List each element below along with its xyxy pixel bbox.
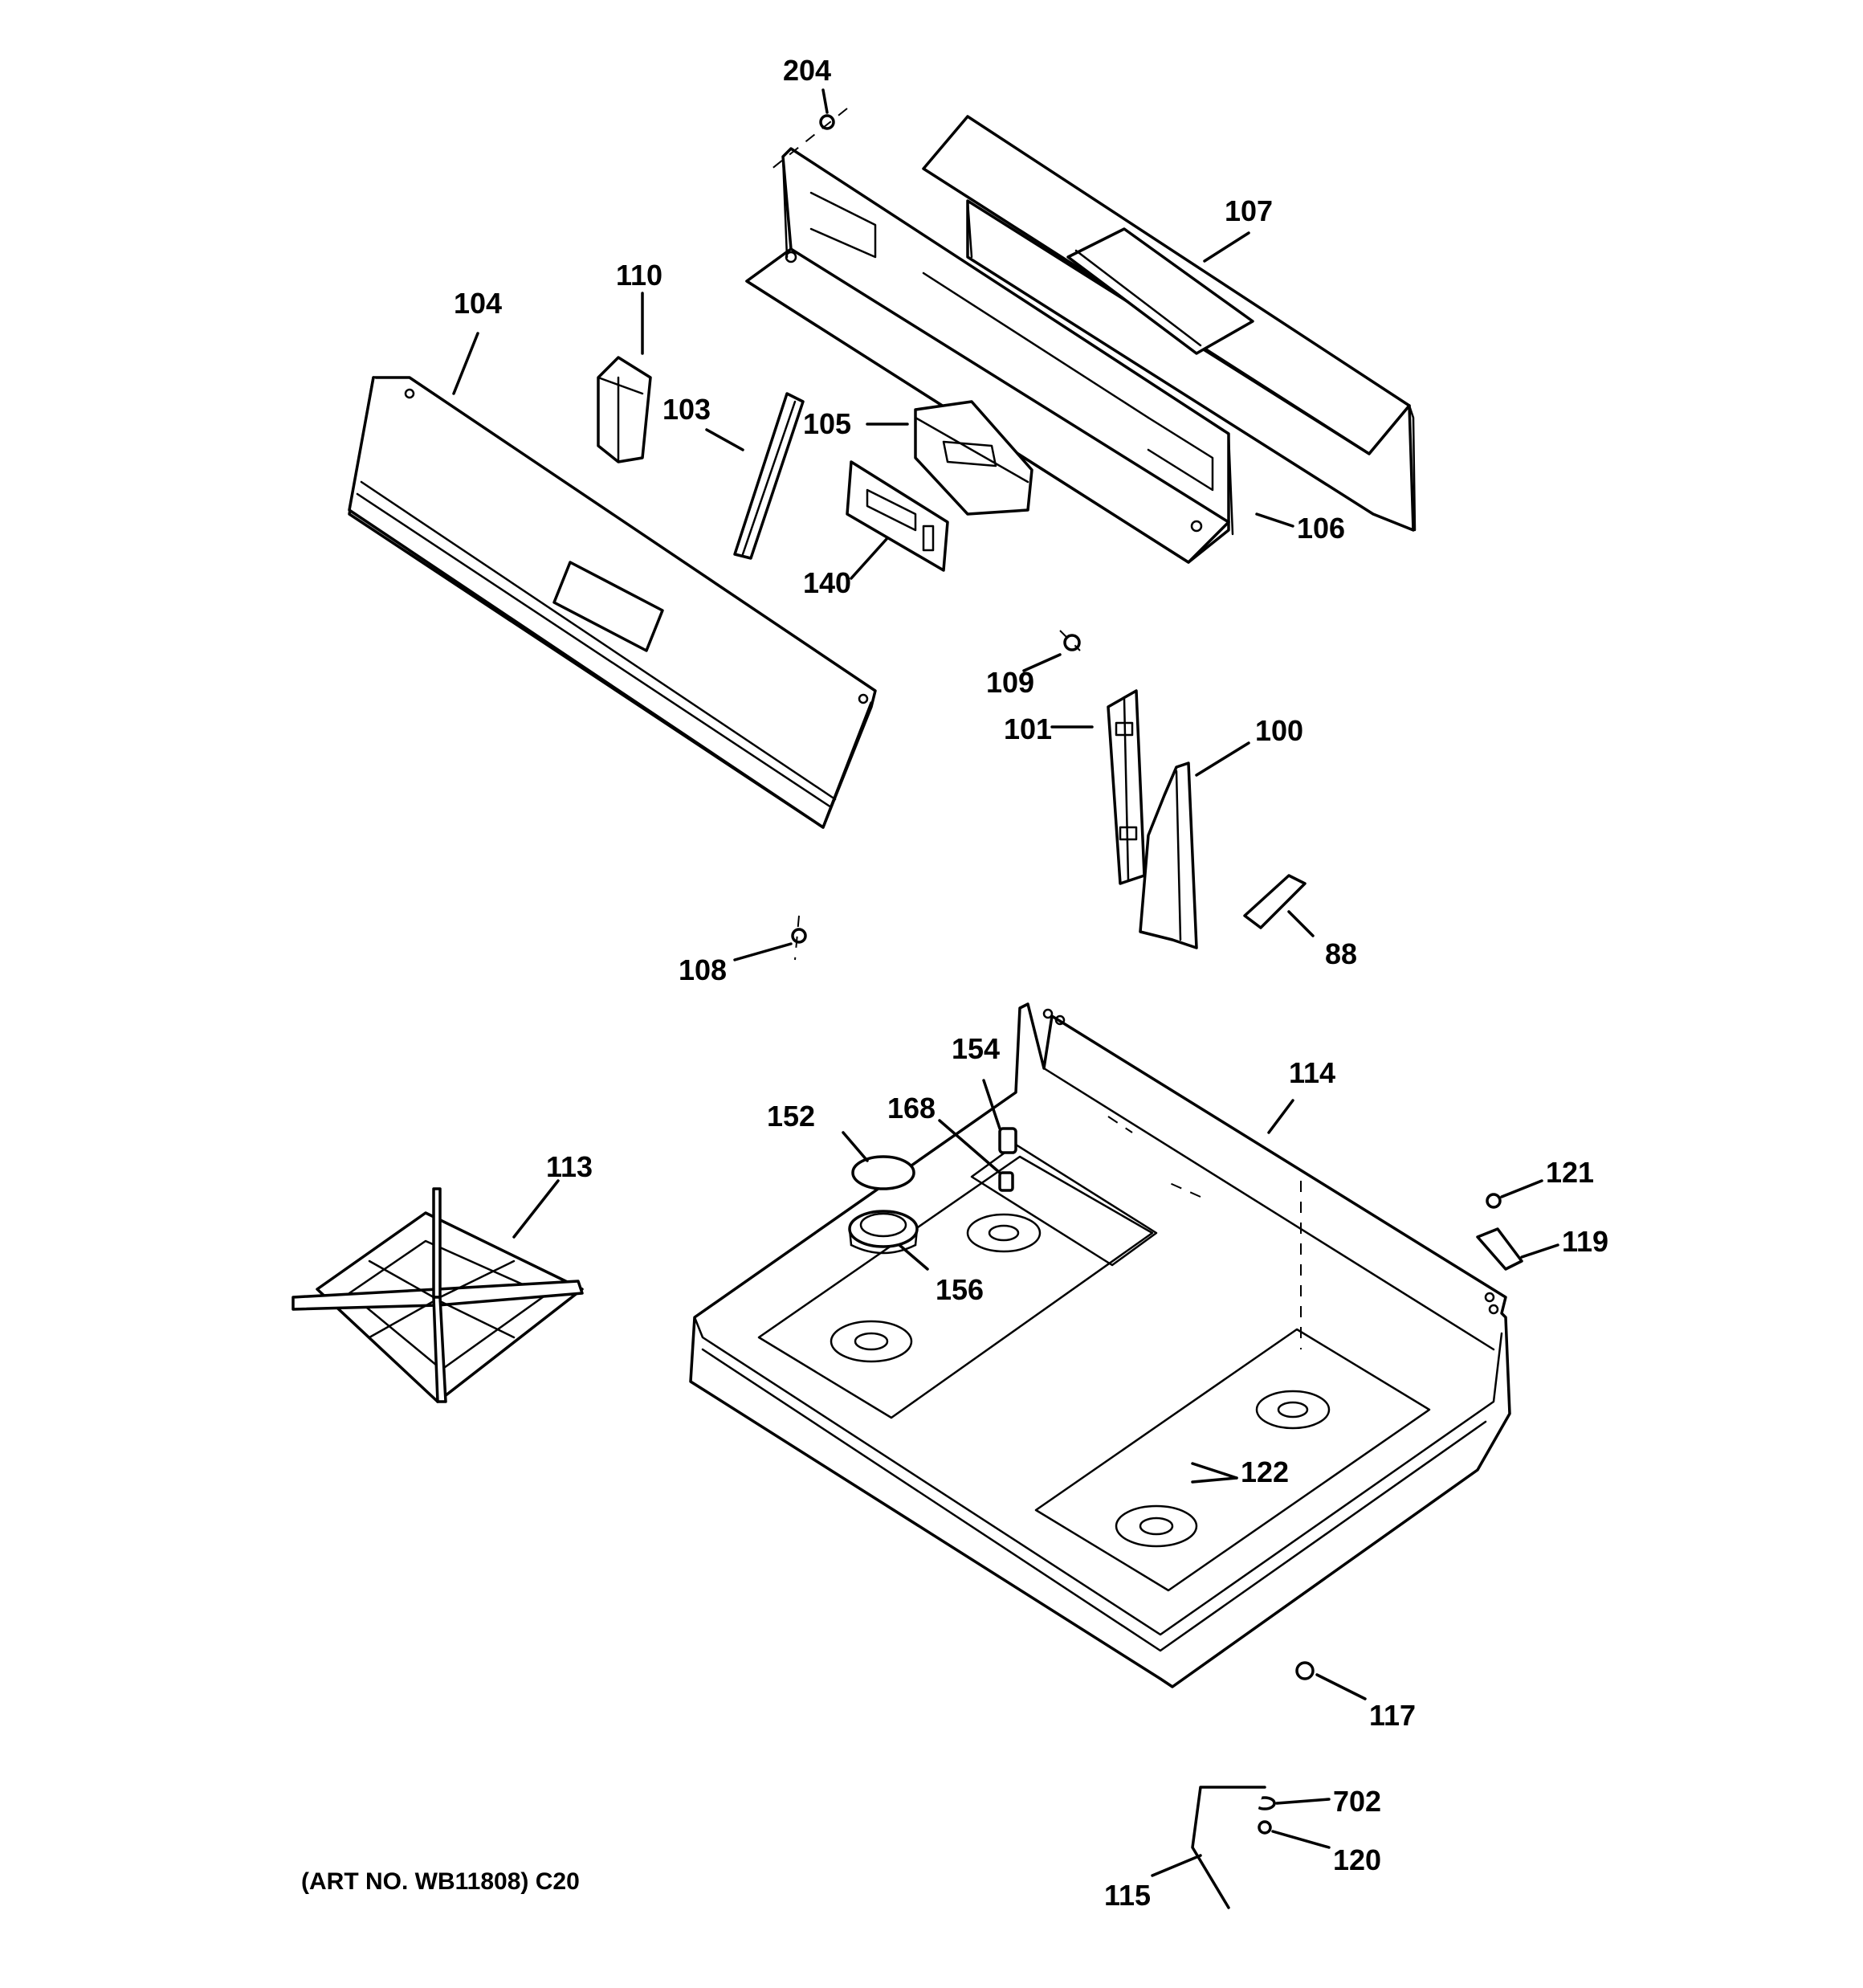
label-117: 117 [1369,1699,1416,1732]
part-107-rear-top-panel [922,115,1417,532]
label-108: 108 [679,953,727,986]
part-120-nut [1258,1820,1272,1835]
part-140-overlay [846,460,949,572]
label-115: 115 [1104,1879,1151,1912]
part-114-cooktop [689,1002,1511,1688]
label-106: 106 [1297,512,1345,545]
leader-lines [452,88,1559,1877]
label-103: 103 [662,393,711,426]
part-105-control-board [914,400,1033,516]
art-number: (ART NO. WB11808) C20 [301,1868,580,1895]
part-154-igniter [998,1127,1017,1154]
label-152: 152 [767,1100,815,1133]
label-114: 114 [1289,1056,1335,1089]
label-101: 101 [1004,712,1052,745]
label-100: 100 [1255,714,1303,747]
label-104: 104 [454,287,502,320]
label-168: 168 [887,1092,936,1125]
label-119: 119 [1562,1225,1608,1258]
part-108-screw [791,928,807,944]
part-106-rear-frame [745,147,1234,564]
label-156: 156 [936,1273,984,1306]
label-105: 105 [803,407,851,440]
label-140: 140 [803,566,851,599]
label-204: 204 [783,54,831,87]
part-103-bracket [733,392,805,560]
part-168-orifice [998,1171,1014,1192]
label-702: 702 [1333,1785,1381,1818]
label-113: 113 [546,1150,593,1183]
label-110: 110 [616,259,662,292]
label-120: 120 [1333,1843,1381,1876]
part-88-block [1243,874,1307,929]
part-156-burner-head [848,1210,919,1255]
part-115-bracket [1191,1786,1266,1909]
part-104-backsplash [348,376,877,829]
part-119-clip [1476,1227,1523,1271]
label-88: 88 [1325,937,1357,970]
part-121-screw [1486,1193,1502,1209]
label-122: 122 [1241,1455,1289,1488]
part-204-screw [819,114,835,130]
part-117-nut [1295,1661,1315,1680]
part-100-side-trim [1139,761,1198,949]
label-121: 121 [1546,1156,1594,1189]
label-109: 109 [986,666,1034,699]
part-152-burner-cap [851,1155,915,1190]
label-154: 154 [952,1032,1000,1065]
part-101-bracket [1107,689,1146,885]
part-110-switch [597,356,652,463]
callout-labels: 204 107 110 104 103 105 106 140 109 101 … [454,54,1608,1912]
label-107: 107 [1225,194,1273,227]
part-113-grate [291,1187,584,1403]
alignment-lines [766,108,1302,1349]
